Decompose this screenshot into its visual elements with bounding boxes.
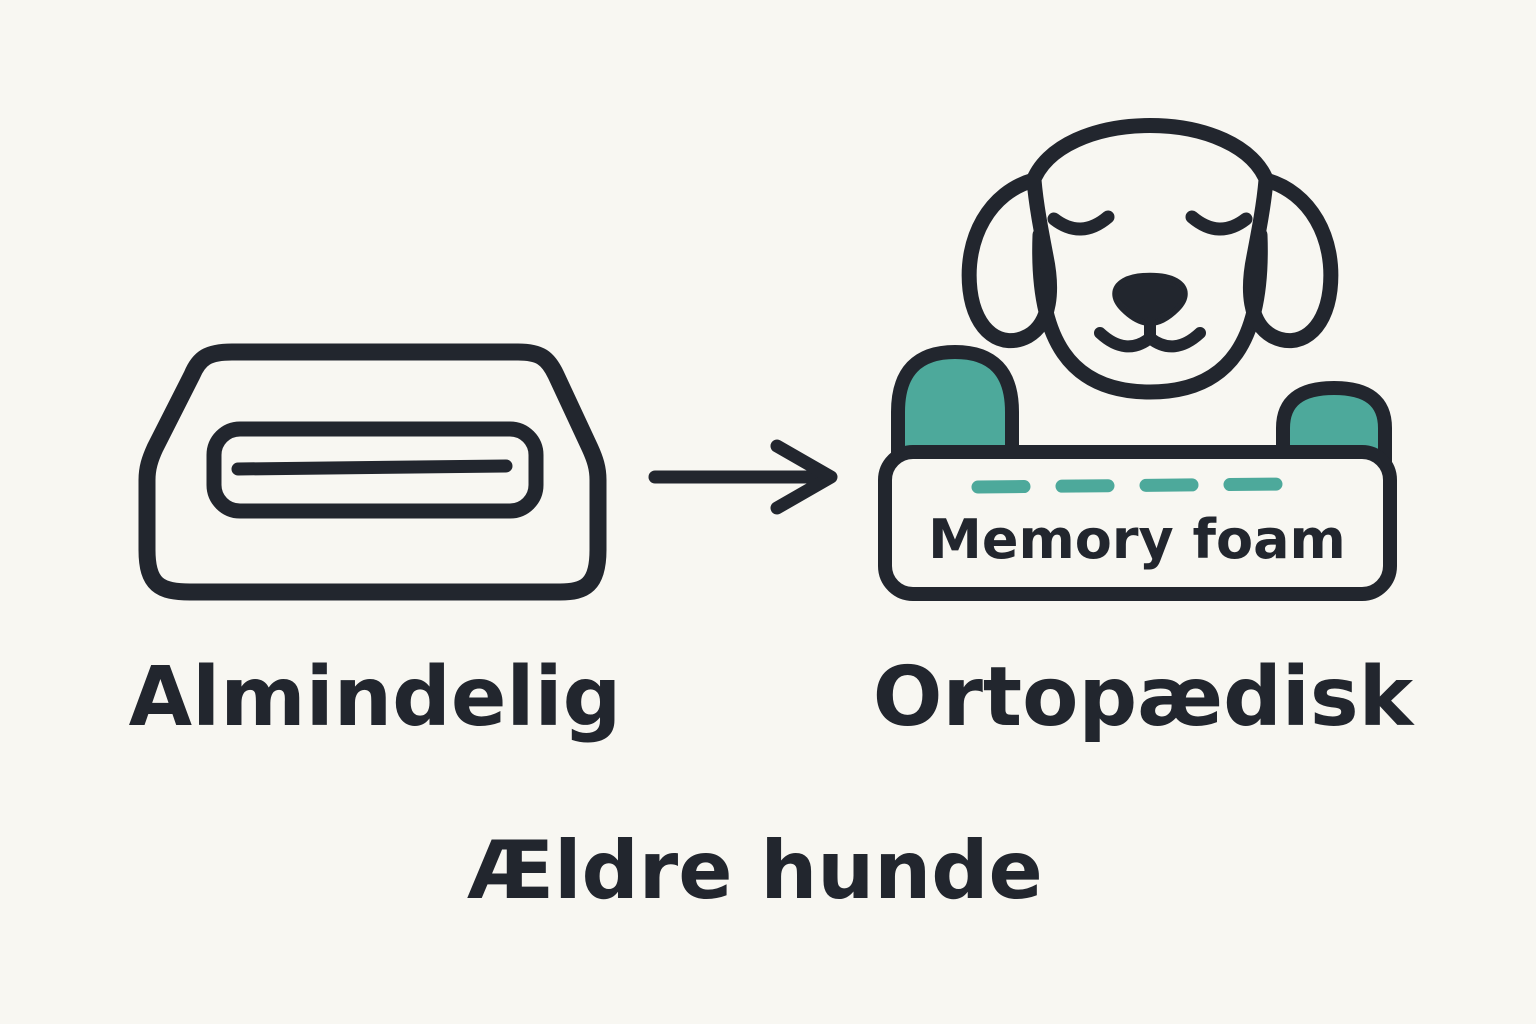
dog-right-ear — [1242, 172, 1339, 349]
right-bed-label: Ortopædisk — [873, 650, 1416, 745]
ortho-bed-foam-dashes — [971, 477, 1295, 494]
orthopedic-dog-bed-icon: Memory foam — [878, 345, 1397, 601]
sleeping-dog-head-icon — [961, 118, 1339, 400]
regular-bed-rim-line — [231, 459, 513, 476]
dog-skull-outline — [1024, 118, 1276, 192]
arrow-head — [770, 439, 838, 515]
dog-left-ear — [961, 172, 1058, 349]
left-bed-label: Almindelig — [129, 650, 622, 745]
regular-bed-cushion-rim — [206, 421, 544, 519]
regular-dog-bed-icon — [138, 343, 607, 601]
regular-bed-outline — [138, 343, 607, 601]
right-arrow-icon — [648, 439, 838, 515]
dog-mouth — [1094, 317, 1206, 353]
caption-label: Ældre hunde — [467, 824, 1042, 917]
ortho-bed-left-bolster — [891, 345, 1019, 477]
dog-nose — [1112, 272, 1188, 326]
dog-left-eye-closed — [1047, 210, 1115, 236]
memory-foam-label: Memory foam — [928, 508, 1346, 571]
dog-right-eye-closed — [1185, 210, 1253, 236]
